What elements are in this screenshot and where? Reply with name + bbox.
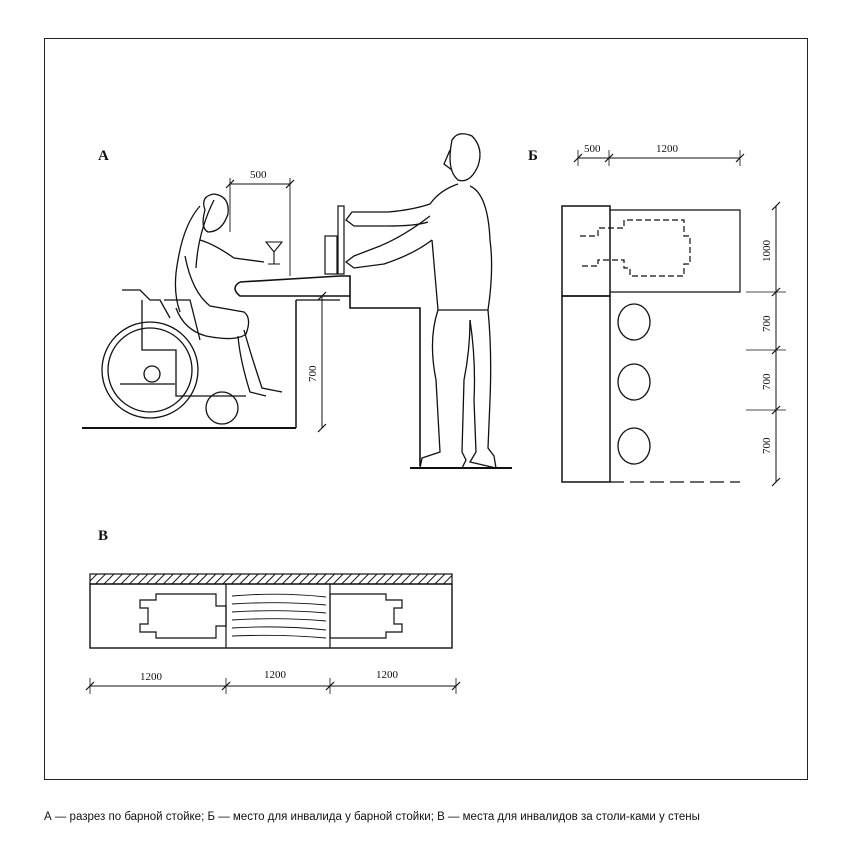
- dim-b-side-4: 700: [761, 437, 773, 454]
- stool-icon: [617, 363, 651, 401]
- wheelchair-plan-icon: [329, 593, 403, 639]
- stool-icon: [617, 303, 651, 341]
- section-b-label: Б: [528, 148, 538, 164]
- cocktail-glass-icon: [264, 241, 284, 265]
- wall-hatch: [89, 573, 453, 585]
- figure-frame: [44, 38, 808, 780]
- bar-counter-top: [239, 275, 351, 296]
- section-c: В 1200 1200 1200: [85, 528, 461, 694]
- table-row-outline: [89, 583, 453, 649]
- dim-b-top-left: 500: [584, 143, 601, 155]
- dim-b-side-3: 700: [761, 373, 773, 390]
- dim-knee-width: 500: [250, 169, 267, 181]
- section-c-label: В: [98, 528, 108, 544]
- wheelchair-user-figure: [101, 193, 283, 425]
- dim-c-seg-1: 1200: [140, 671, 163, 683]
- section-a-label: А: [98, 148, 109, 164]
- dim-counter-height: 700: [307, 365, 319, 382]
- dim-c-seg-3: 1200: [376, 669, 399, 681]
- stool-icon: [617, 427, 651, 465]
- standing-person-figure: [344, 133, 497, 469]
- dim-b-side-1: 1000: [761, 240, 773, 263]
- bar-counter-plan: [561, 205, 611, 297]
- tap-icon: [337, 205, 345, 275]
- section-a: А: [82, 133, 512, 469]
- wheelchair-plan-icon: [139, 593, 227, 639]
- dim-b-side-2: 700: [761, 315, 773, 332]
- bottle-icon: [324, 235, 338, 275]
- dim-c-seg-2: 1200: [264, 669, 287, 681]
- section-b: Б 500 1200 1000 700 700 70: [528, 143, 786, 487]
- dim-b-top-right: 1200: [656, 143, 679, 155]
- bar-counter: [234, 281, 421, 466]
- figure-caption: А — разрез по барной стойке; Б — место д…: [44, 811, 700, 823]
- wall-strip: [561, 295, 611, 483]
- table-top: [231, 593, 327, 639]
- wheelchair-space-plan: [610, 209, 741, 293]
- wheelchair-plan-icon: [580, 219, 691, 277]
